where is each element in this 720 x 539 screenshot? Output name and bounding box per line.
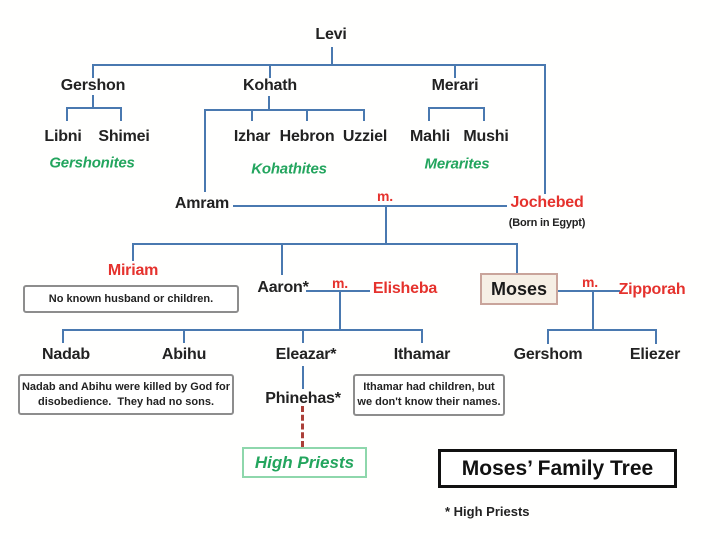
person-gershom: Gershom <box>513 346 583 363</box>
marriage-line-aaron-elisheba <box>306 290 370 292</box>
person-eleazar: Eleazar* <box>275 346 337 363</box>
marriage-line-amram-jochebed <box>233 205 507 207</box>
person-levi: Levi <box>315 26 347 43</box>
connector <box>93 64 545 66</box>
marriage-marker: m. <box>582 274 598 290</box>
connector <box>62 329 64 343</box>
marriage-marker: m. <box>332 275 348 291</box>
tribe-gershonites: Gershonites <box>49 154 135 172</box>
person-aaron: Aaron* <box>257 279 309 296</box>
person-libni: Libni <box>44 128 82 145</box>
connector <box>302 329 304 343</box>
connector <box>205 109 365 111</box>
person-phinehas: Phinehas* <box>265 390 341 407</box>
connector <box>133 243 517 245</box>
marriage-marker: m. <box>377 188 393 204</box>
connector <box>548 329 657 331</box>
person-merari: Merari <box>431 77 479 94</box>
connector <box>544 64 546 194</box>
person-kohath: Kohath <box>243 77 297 94</box>
nadab-abihu-note-line2: disobedience. They had no sons. <box>37 395 215 408</box>
person-moses: Moses <box>490 278 548 299</box>
connector <box>454 64 456 78</box>
person-ithamar: Ithamar <box>393 346 451 363</box>
connector <box>251 109 253 121</box>
diagram-title-box: Moses’ Family Tree <box>438 449 677 488</box>
connector <box>66 107 68 121</box>
ithamar-note-line2: we don't know their names. <box>357 396 501 408</box>
ithamar-note-box: Ithamar had children, but we don't know … <box>353 374 505 416</box>
ithamar-note-line1: Ithamar had children, but <box>363 381 495 394</box>
connector <box>331 47 333 65</box>
person-shimei: Shimei <box>98 128 150 145</box>
connector <box>302 366 304 389</box>
person-amram: Amram <box>174 195 230 212</box>
connector <box>183 329 185 343</box>
connector <box>483 107 485 121</box>
person-izhar: Izhar <box>233 128 271 145</box>
connector <box>132 243 134 261</box>
diagram-title: Moses’ Family Tree <box>461 456 654 480</box>
person-gershon: Gershon <box>60 77 126 94</box>
person-jochebed: Jochebed <box>510 194 584 211</box>
person-eliezer: Eliezer <box>629 346 681 363</box>
high-priest-succession-line <box>301 406 304 447</box>
tribe-merarites: Merarites <box>424 155 490 173</box>
connector <box>363 109 365 121</box>
connector <box>428 107 430 121</box>
jochebed-birth-note: (Born in Egypt) <box>508 217 586 229</box>
person-mahli: Mahli <box>410 128 450 145</box>
nadab-abihu-note-line1: Nadab and Abihu were killed by God for <box>21 380 230 393</box>
moses-highlight-box: Moses <box>480 273 558 305</box>
marriage-line-moses-zipporah <box>558 290 620 292</box>
connector <box>92 95 94 108</box>
connector <box>120 107 122 121</box>
connector <box>421 329 423 343</box>
miriam-note-text: No known husband or children. <box>48 292 214 305</box>
person-elisheba: Elisheba <box>372 280 438 297</box>
person-zipporah: Zipporah <box>618 281 686 298</box>
connector <box>547 329 549 344</box>
connector <box>655 329 657 344</box>
connector <box>204 109 206 192</box>
connector <box>428 107 485 109</box>
person-uzziel: Uzziel <box>342 128 388 145</box>
connector <box>339 290 341 330</box>
person-mushi: Mushi <box>463 128 509 145</box>
connector <box>92 64 94 78</box>
connector <box>281 243 283 275</box>
nadab-abihu-note-box: Nadab and Abihu were killed by God for d… <box>18 374 234 415</box>
high-priests-box: High Priests <box>242 447 367 478</box>
miriam-note-box: No known husband or children. <box>23 285 239 313</box>
connector <box>269 64 271 78</box>
tribe-kohathites: Kohathites <box>251 160 327 178</box>
connector <box>516 243 518 273</box>
connector <box>62 329 422 331</box>
person-abihu: Abihu <box>161 346 207 363</box>
person-hebron: Hebron <box>279 128 335 145</box>
asterisk-legend: * High Priests <box>445 504 530 519</box>
person-miriam: Miriam <box>107 262 159 279</box>
connector <box>268 96 270 110</box>
connector <box>66 107 122 109</box>
person-nadab: Nadab <box>42 346 90 363</box>
high-priests-label: High Priests <box>254 452 355 472</box>
connector <box>306 109 308 121</box>
connector <box>385 205 387 244</box>
connector <box>592 290 594 330</box>
